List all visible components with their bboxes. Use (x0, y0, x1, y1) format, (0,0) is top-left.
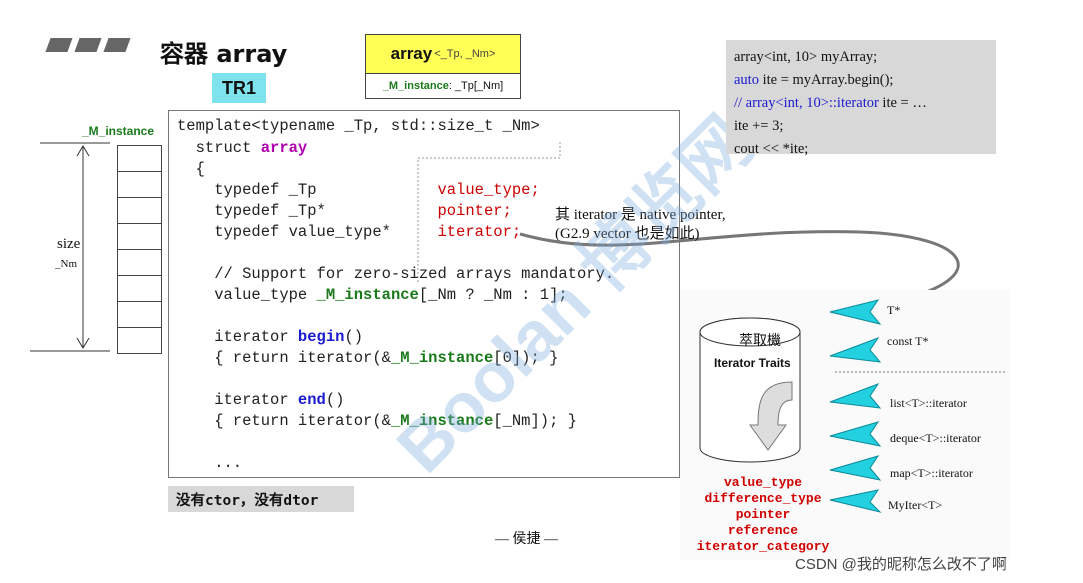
example-line: array<int, 10> myArray; (734, 46, 988, 69)
traits-output: reference (693, 523, 833, 539)
traits-input: T* (887, 303, 900, 318)
traits-output: pointer (693, 507, 833, 523)
traits-cn-label: 萃取機 (739, 330, 781, 350)
example-line: cout << *ite; (734, 138, 988, 161)
traits-input: MyIter<T> (888, 498, 942, 513)
traits-input: map<T>::iterator (890, 466, 973, 481)
traits-output: value_type (693, 475, 833, 491)
example-line: auto ite = myArray.begin(); (734, 69, 988, 92)
traits-en-label: Iterator Traits (714, 356, 791, 370)
no-ctor-note: 没有ctor，没有dtor (168, 486, 354, 512)
example-line: // array<int, 10>::iterator ite = … (734, 92, 988, 115)
traits-input: const T* (887, 334, 928, 349)
traits-input: deque<T>::iterator (890, 431, 981, 446)
traits-output: difference_type (693, 491, 833, 507)
example-line: ite += 3; (734, 115, 988, 138)
credit-footer: CSDN @我的昵称怎么改不了啊 (795, 553, 1007, 574)
author-footer: — 侯捷 — (495, 528, 558, 548)
traits-input: list<T>::iterator (890, 396, 967, 411)
usage-example: array<int, 10> myArray; auto ite = myArr… (726, 40, 996, 154)
